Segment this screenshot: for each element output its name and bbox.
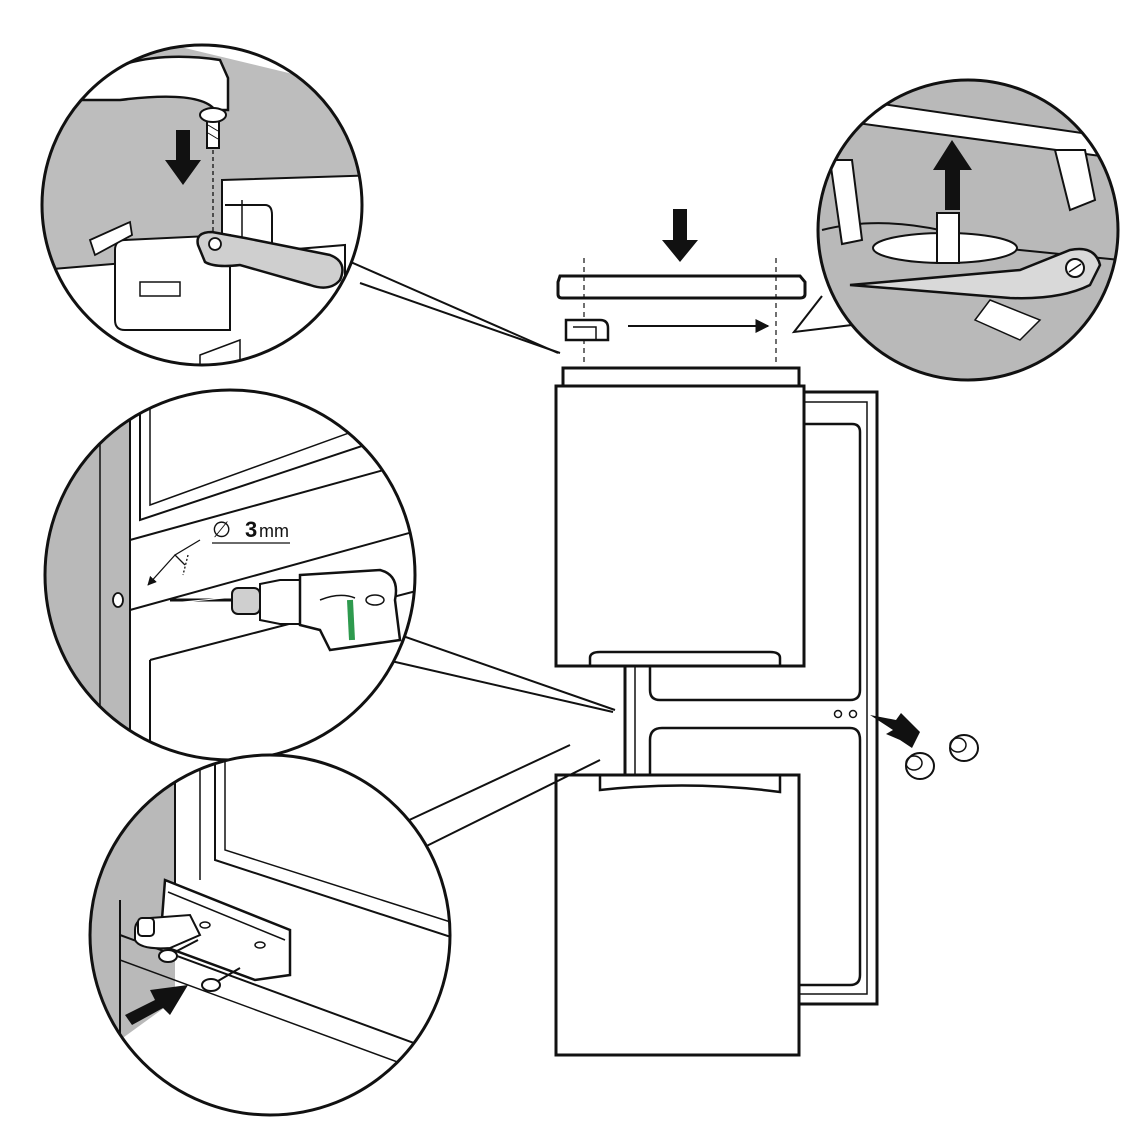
down-arrow-top [662,209,698,262]
drill-diameter-symbol: ∅ [212,517,231,542]
up-arrow-detail [933,140,972,210]
detail-drilling: ∅ 3 mm [43,388,417,762]
drill-diameter-value: 3 [245,517,257,542]
upper-door-top-strip [561,366,801,388]
screw-cap-1 [949,734,979,762]
lower-door [554,773,801,1057]
detail-hinge-screws [88,753,452,1117]
top-cover-plate [556,274,807,300]
upper-door-panel [554,384,806,668]
screw-hole-left [833,709,843,719]
detail-hinge-bracket [40,43,364,367]
push-arrow-right [870,713,920,748]
screw-icon-1 [158,939,199,963]
drill-diameter-unit: mm [259,521,289,541]
upper-door-handle [588,650,782,666]
detail-cover-clip [816,78,1120,382]
screw-cap-2 [905,752,935,780]
lower-door-panel [554,773,801,1057]
screw-icon-2 [201,967,241,992]
drill-icon [170,568,402,652]
screw-hole-right [848,709,858,719]
down-arrow-detail [165,130,201,185]
small-bracket [564,318,610,342]
top-cover [556,209,807,365]
push-arrow-detail [125,985,188,1025]
lower-door-handle [598,776,782,794]
upper-door [554,366,806,668]
small-bracket-inner [573,326,597,340]
screw-cap-callout [870,713,979,780]
